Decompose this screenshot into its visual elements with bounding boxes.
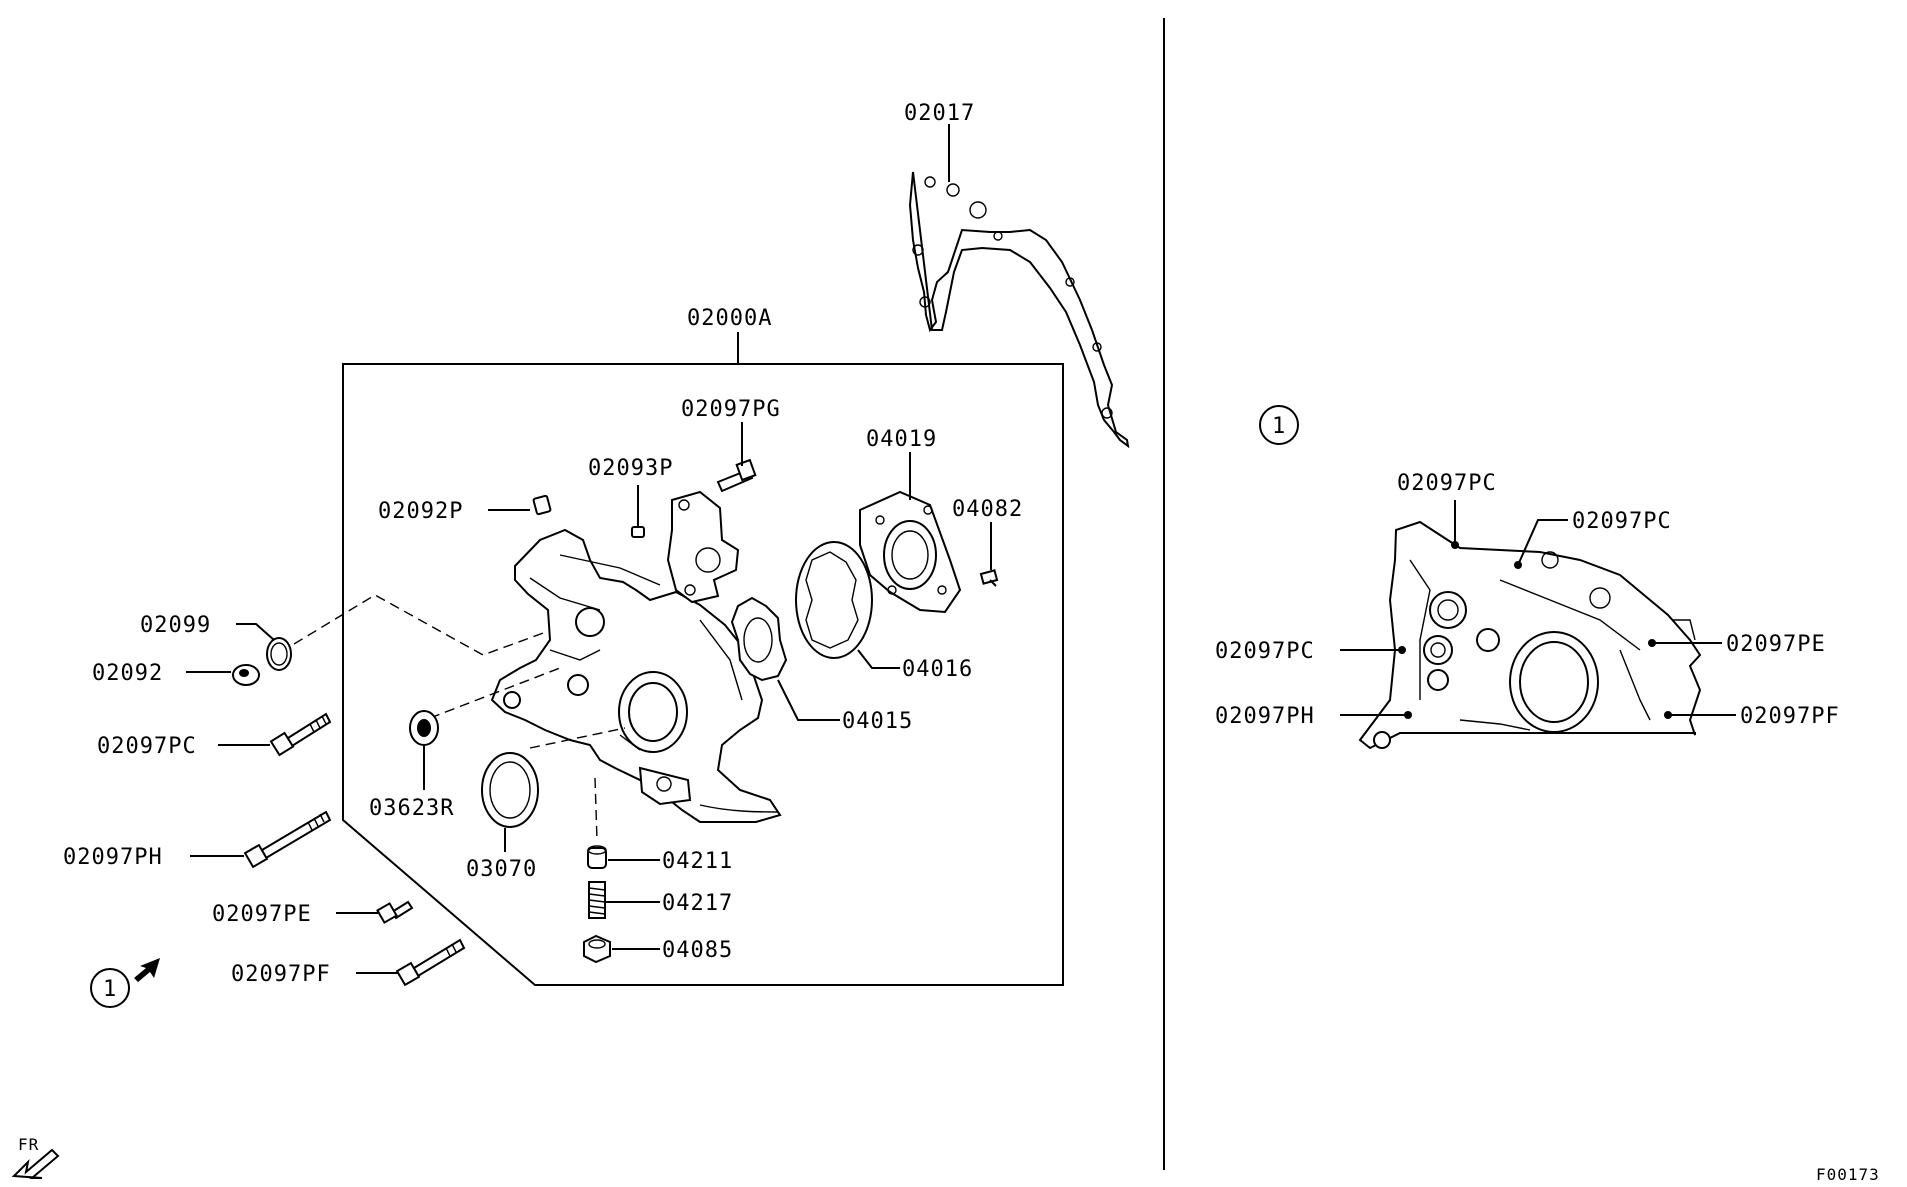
assembly-line-03623R xyxy=(429,667,561,719)
part-oring-02099[interactable] xyxy=(266,637,292,671)
leader-04015 xyxy=(777,679,840,721)
view-arrow-icon xyxy=(134,958,160,982)
assembly-line-04211 xyxy=(594,777,598,841)
label-02097PG[interactable]: 02097PG xyxy=(681,397,781,422)
assembly-boundary xyxy=(342,363,1064,986)
part-oil-seal-03070[interactable] xyxy=(481,752,539,828)
label-03623R[interactable]: 03623R xyxy=(369,796,454,821)
detail-label-right-upper[interactable]: 02097PE xyxy=(1726,632,1826,657)
part-oil-pump-body[interactable] xyxy=(490,528,782,823)
part-relief-plate[interactable] xyxy=(666,490,740,604)
detail-label-left-lower[interactable]: 02097PH xyxy=(1215,704,1315,729)
detail-label-top-left[interactable]: 02097PC xyxy=(1397,471,1497,496)
part-pin-02092P[interactable] xyxy=(532,494,552,516)
label-02097PF[interactable]: 02097PF xyxy=(231,962,331,987)
part-bolt-02097PC[interactable] xyxy=(269,712,332,757)
label-02097PH[interactable]: 02097PH xyxy=(63,845,163,870)
view-marker-number: 1 xyxy=(103,977,117,1002)
assembly-line-02099 xyxy=(293,594,547,656)
assembly-line-03070 xyxy=(529,727,626,749)
label-04217[interactable]: 04217 xyxy=(662,891,733,916)
label-02093P[interactable]: 02093P xyxy=(588,456,673,481)
part-bolt-02097PE[interactable] xyxy=(376,900,414,924)
detail-marker[interactable]: 1 xyxy=(1259,405,1299,445)
detail-label-right-lower[interactable]: 02097PF xyxy=(1740,704,1840,729)
label-02000A[interactable]: 02000A xyxy=(687,306,772,331)
part-oil-seal-03623R[interactable] xyxy=(409,710,439,746)
detail-label-left-upper[interactable]: 02097PC xyxy=(1215,639,1315,664)
part-relief-plunger-04211[interactable] xyxy=(587,845,607,869)
label-04015[interactable]: 04015 xyxy=(842,709,913,734)
leader-04016 xyxy=(857,649,900,669)
part-outer-rotor-04016[interactable] xyxy=(795,541,873,659)
part-oil-pump-front-view[interactable] xyxy=(1358,520,1702,750)
part-pin-02093P[interactable] xyxy=(631,526,645,538)
leader-02099 xyxy=(236,623,275,641)
part-screw-04082[interactable] xyxy=(979,569,999,587)
figure-id: F00173 xyxy=(1816,1165,1880,1184)
label-02097PE[interactable]: 02097PE xyxy=(212,902,312,927)
part-spring-04217[interactable] xyxy=(588,881,606,919)
direction-arrow-icon xyxy=(11,1148,60,1179)
part-cover-04019[interactable] xyxy=(859,490,962,614)
detail-marker-number: 1 xyxy=(1272,414,1286,439)
label-04016[interactable]: 04016 xyxy=(902,657,973,682)
part-bolt-02097PG[interactable] xyxy=(716,458,757,493)
view-marker[interactable]: 1 xyxy=(90,968,130,1008)
label-02099[interactable]: 02099 xyxy=(140,613,211,638)
direction-label: FR xyxy=(18,1135,39,1154)
label-02097PC[interactable]: 02097PC xyxy=(97,734,197,759)
part-plug-04085[interactable] xyxy=(583,934,611,964)
label-04019[interactable]: 04019 xyxy=(866,427,937,452)
part-gasket-02017[interactable] xyxy=(908,171,1130,449)
label-03070[interactable]: 03070 xyxy=(466,857,537,882)
label-02092[interactable]: 02092 xyxy=(92,661,163,686)
part-plug-02092[interactable] xyxy=(232,664,260,686)
detail-label-top-right[interactable]: 02097PC xyxy=(1572,509,1672,534)
label-02092P[interactable]: 02092P xyxy=(378,499,463,524)
part-inner-rotor-04015[interactable] xyxy=(730,596,788,682)
label-04211[interactable]: 04211 xyxy=(662,849,733,874)
detail-leader-top-right xyxy=(1517,519,1568,566)
part-bolt-02097PH[interactable] xyxy=(243,810,332,869)
part-bolt-02097PF[interactable] xyxy=(395,938,466,987)
label-02017[interactable]: 02017 xyxy=(904,101,975,126)
label-04085[interactable]: 04085 xyxy=(662,938,733,963)
label-04082[interactable]: 04082 xyxy=(952,497,1023,522)
